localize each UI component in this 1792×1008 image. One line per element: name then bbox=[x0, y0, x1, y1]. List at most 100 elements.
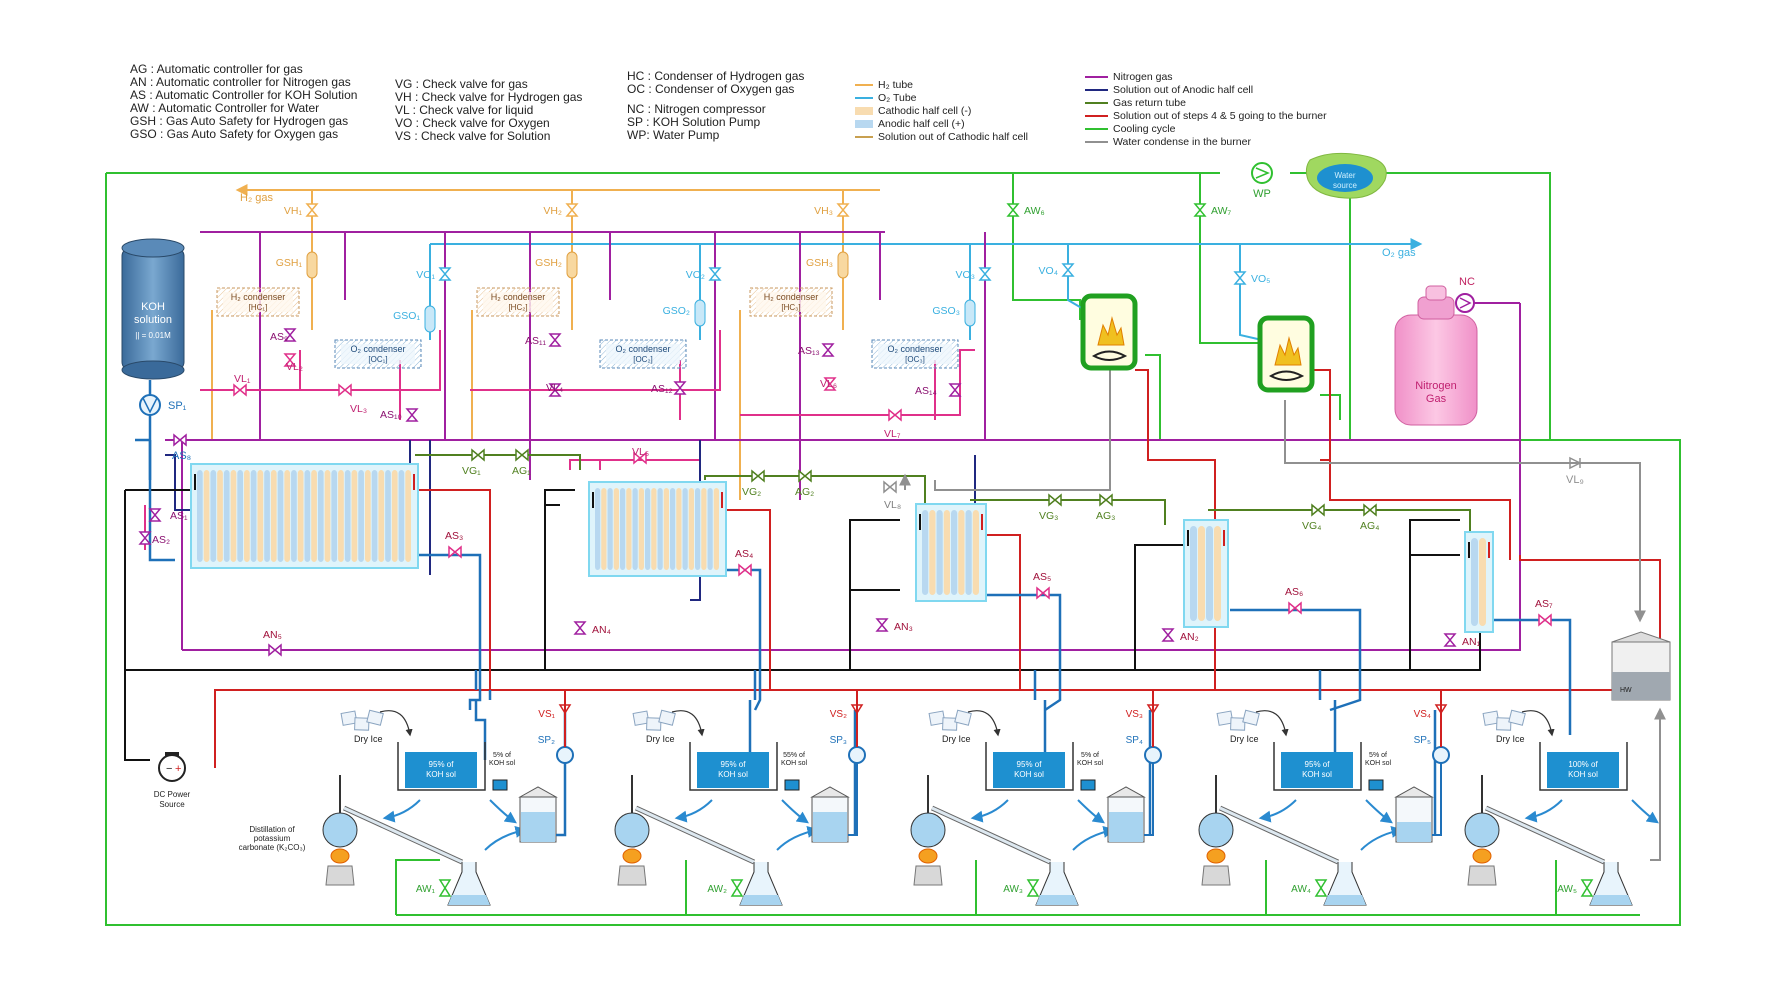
valve-symbol[interactable] bbox=[1161, 628, 1175, 642]
water-pump[interactable] bbox=[1251, 162, 1273, 184]
aw-valve[interactable] bbox=[1026, 879, 1040, 897]
valve-symbol[interactable] bbox=[1061, 263, 1075, 277]
valve-symbol[interactable] bbox=[573, 621, 587, 635]
valve-symbol[interactable] bbox=[888, 408, 902, 422]
anodic-half-cell bbox=[1471, 538, 1478, 626]
sp-pump[interactable] bbox=[1144, 746, 1162, 764]
valve-symbol[interactable] bbox=[673, 381, 687, 395]
storage-tank-roof bbox=[810, 786, 850, 798]
valve-symbol[interactable] bbox=[305, 203, 319, 217]
vl9-valve[interactable] bbox=[1569, 456, 1582, 470]
valve-symbol[interactable] bbox=[738, 563, 752, 577]
valve-symbol[interactable] bbox=[471, 448, 485, 462]
nitrogen-compressor[interactable] bbox=[1455, 293, 1475, 313]
valve-symbol[interactable] bbox=[751, 469, 765, 483]
valve-symbol[interactable] bbox=[565, 203, 579, 217]
valve-shape bbox=[233, 383, 247, 397]
legend-col3: HC : Condenser of Hydrogen gas OC : Cond… bbox=[627, 69, 804, 142]
dc-plus-symbol: + bbox=[175, 763, 181, 775]
valve-symbol[interactable] bbox=[283, 328, 297, 342]
legend-col1: AG : Automatic controller for gas AN : A… bbox=[130, 62, 357, 141]
legend-item: SP : KOH Solution Pump bbox=[627, 115, 761, 129]
valve-symbol[interactable] bbox=[1193, 203, 1207, 217]
valve-symbol[interactable] bbox=[1048, 493, 1062, 507]
cathodic-half-cell bbox=[613, 488, 619, 570]
sp-pump[interactable] bbox=[848, 746, 866, 764]
nc-label: NC bbox=[1459, 276, 1475, 288]
sample-cup bbox=[784, 779, 800, 791]
valve-symbol[interactable] bbox=[148, 508, 162, 522]
valve-symbol[interactable] bbox=[836, 203, 850, 217]
aw-valve[interactable] bbox=[438, 879, 452, 897]
koh-recycle-lines bbox=[135, 380, 1572, 837]
still-burner bbox=[325, 865, 355, 886]
aw-valve[interactable] bbox=[1314, 879, 1328, 897]
valve-symbol[interactable] bbox=[283, 353, 297, 367]
valve-symbol[interactable] bbox=[1036, 586, 1050, 600]
valve-symbol[interactable] bbox=[548, 383, 562, 397]
valve-symbol[interactable] bbox=[708, 267, 722, 281]
koh-tank-label: solution bbox=[134, 314, 172, 326]
storage-level bbox=[813, 812, 847, 842]
valve-symbol[interactable] bbox=[515, 448, 529, 462]
sp-label: SP₃ bbox=[830, 735, 847, 746]
valve-symbol[interactable] bbox=[1006, 203, 1020, 217]
valve-shape bbox=[673, 381, 687, 395]
valve-symbol[interactable] bbox=[448, 545, 462, 559]
aw-valve[interactable] bbox=[730, 879, 744, 897]
valve-symbol[interactable] bbox=[548, 333, 562, 347]
anodic-half-cell bbox=[657, 488, 663, 570]
valve-symbol[interactable] bbox=[138, 531, 152, 545]
valve-symbol[interactable] bbox=[405, 408, 419, 422]
legend-item: Cooling cycle bbox=[1113, 123, 1176, 135]
valve-symbol[interactable] bbox=[823, 377, 837, 391]
legend-item: Gas return tube bbox=[1113, 97, 1186, 109]
nitrogen-lines bbox=[165, 231, 1521, 651]
vo-label: VO₁ bbox=[416, 269, 435, 281]
valve-symbol[interactable] bbox=[1288, 601, 1302, 615]
condenser-inner bbox=[878, 344, 952, 364]
sp1-pump[interactable] bbox=[139, 394, 161, 416]
cathodic-half-cell bbox=[1479, 538, 1486, 626]
valve-symbol[interactable] bbox=[233, 383, 247, 397]
valve-symbol[interactable] bbox=[978, 267, 992, 281]
valve-symbol[interactable] bbox=[1538, 613, 1552, 627]
ag-label: AG₁ bbox=[512, 465, 531, 477]
valve-symbol[interactable] bbox=[1443, 633, 1457, 647]
tank-label: KOH sol bbox=[1568, 770, 1598, 779]
valve-shape bbox=[573, 621, 587, 635]
legend-item: WP: Water Pump bbox=[627, 128, 720, 142]
valve-symbol[interactable] bbox=[338, 383, 352, 397]
valve-symbol[interactable] bbox=[438, 267, 452, 281]
valve-symbol[interactable] bbox=[173, 433, 187, 447]
cathodic-half-cell bbox=[270, 470, 277, 562]
dry-ice-cube bbox=[340, 710, 358, 726]
legend-col2: VG : Check valve for gas VH : Check valv… bbox=[395, 77, 582, 143]
cell-stack-3 bbox=[915, 503, 987, 602]
valve-symbol[interactable] bbox=[1233, 271, 1247, 285]
cold-trap bbox=[1539, 742, 1628, 791]
aw-label: AW₅ bbox=[1557, 884, 1577, 895]
valve-symbol[interactable] bbox=[798, 469, 812, 483]
sp-pump[interactable] bbox=[1432, 746, 1450, 764]
valve-symbol[interactable] bbox=[883, 480, 897, 494]
aw-valve[interactable] bbox=[1580, 879, 1594, 897]
sp-pump[interactable] bbox=[556, 746, 574, 764]
valve-symbol[interactable] bbox=[1363, 503, 1377, 517]
valve-shape bbox=[1161, 628, 1175, 642]
valve-symbol[interactable] bbox=[1099, 493, 1113, 507]
legend-item: VL : Check valve for liquid bbox=[395, 103, 533, 117]
anodic-half-cell bbox=[936, 510, 943, 595]
valve-symbol[interactable] bbox=[821, 343, 835, 357]
dry-ice-cube bbox=[632, 710, 650, 726]
valve-symbol[interactable] bbox=[948, 383, 962, 397]
cathodic-half-cell bbox=[972, 510, 979, 595]
valve-symbol[interactable] bbox=[633, 451, 647, 465]
valve-symbol[interactable] bbox=[1311, 503, 1325, 517]
valve-label: AS₁₂ bbox=[651, 383, 673, 395]
valve-shape bbox=[338, 383, 352, 397]
valve-symbol[interactable] bbox=[268, 643, 282, 657]
valve-symbol[interactable] bbox=[875, 618, 889, 632]
valve-shape bbox=[633, 451, 647, 465]
hw-label: HW bbox=[1620, 687, 1632, 694]
